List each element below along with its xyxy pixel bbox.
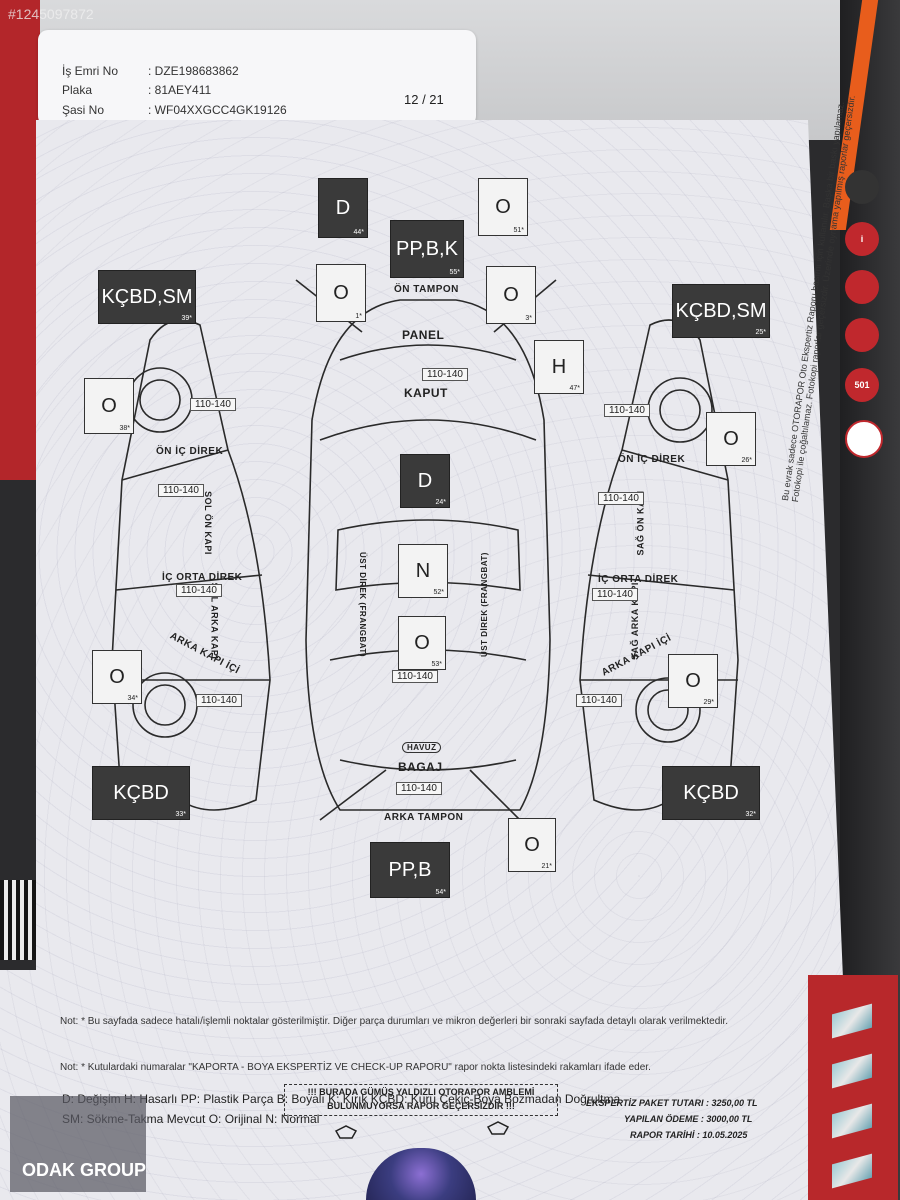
- volthammer-badge-icon: [845, 420, 883, 458]
- header-row-plaka: Plaka: 81AEY411: [62, 83, 212, 97]
- measurement-sag-on-camurluk: 110-140: [604, 404, 650, 417]
- legend-line-1: D: Değişim H: Hasarlı PP: Plastik Parça …: [62, 1092, 621, 1106]
- label-sol-on-kapi: SOL ÖN KAPI: [202, 491, 213, 555]
- shield-check-badge-icon: [845, 318, 879, 352]
- yapilan-odeme: YAPILAN ÖDEME : 3000,00 TL: [624, 1114, 753, 1124]
- listing-watermark: #1245097872: [8, 6, 94, 22]
- label-ic-orta-direk-left: İÇ ORTA DİREK: [162, 572, 243, 583]
- amblem-warning-box: !!! BURADA GÜMÜŞ YALDIZLI OTORAPOR AMBLE…: [284, 1084, 558, 1116]
- header-row-is-emri: İş Emri No: DZE198683862: [62, 64, 239, 78]
- hand-pointer-icon: [486, 1121, 510, 1135]
- label-panel: PANEL: [402, 328, 445, 342]
- label-bagaj: BAGAJ: [398, 760, 443, 774]
- amblem-line-1: !!! BURADA GÜMÜŞ YALDIZLI OTORAPOR AMBLE…: [307, 1087, 535, 1097]
- measurement-kaput: 110-140: [422, 368, 468, 381]
- badge-501: 501: [845, 368, 879, 402]
- measurement-sag-arka-camurluk: 110-140: [576, 694, 622, 707]
- amblem-line-2: BULUNMUYORSA RAPOR GEÇERSİZDİR !!!: [327, 1101, 515, 1111]
- measurement-sol-arka-kapi: 110-140: [176, 584, 222, 597]
- measurement-sag-arka-kapi: 110-140: [592, 588, 638, 601]
- measurement-sol-arka-camurluk: 110-140: [196, 694, 242, 707]
- ekspertiz-paket-tutari: EKSPERTİZ PAKET TUTARI : 3250,00 TL: [586, 1098, 758, 1108]
- award-badge-icon: [845, 170, 879, 204]
- note-2: Not: * Kutulardaki numaralar "KAPORTA - …: [60, 1062, 651, 1073]
- rapor-tarihi: RAPOR TARİHİ : 10.05.2025: [630, 1130, 748, 1140]
- label-ust-direk-right: ÜST DİREK (FRANGBAT): [479, 552, 489, 657]
- qr-code: [0, 880, 36, 960]
- info-badge-icon: i: [845, 222, 879, 256]
- header-row-sasi: Şasi No: WF04XXGCC4GK19126: [62, 103, 287, 117]
- label-kaput: KAPUT: [404, 386, 448, 400]
- measurement-sol-on-kapi: 110-140: [158, 484, 204, 497]
- measurement-sag-on-kapi: 110-140: [598, 492, 644, 505]
- note-1: Not: * Bu sayfada sadece hatalı/işlemli …: [60, 1016, 729, 1027]
- brand-watermark-logo: ODAK GROUP: [10, 1096, 146, 1192]
- hundred-percent-badge-icon: [845, 270, 879, 304]
- measurement-bagaj: 110-140: [396, 782, 442, 795]
- measurement-tavan: 110-140: [392, 670, 438, 683]
- label-on-ic-direk-right: ÖN İÇ DİREK: [618, 454, 686, 465]
- measurement-sol-on-camurluk: 110-140: [190, 398, 236, 411]
- label-arka-tampon: ARKA TAMPON: [384, 812, 464, 823]
- label-havuz: HAVUZ: [402, 742, 442, 753]
- page-counter: 12 / 21: [404, 92, 444, 107]
- hologram-seal: [366, 1148, 476, 1200]
- report-header-card: İş Emri No: DZE198683862 Plaka: 81AEY411…: [38, 30, 476, 126]
- hand-pointer-icon: [334, 1125, 358, 1139]
- hologram-security-strip: [808, 975, 898, 1200]
- label-on-ic-direk-left: ÖN İÇ DİREK: [156, 446, 224, 457]
- label-on-tampon: ÖN TAMPON: [394, 284, 459, 295]
- label-ic-orta-direk-right: İÇ ORTA DİREK: [598, 574, 679, 585]
- label-ust-direk-left: ÜST DİREK (FRANGBAT): [357, 552, 367, 657]
